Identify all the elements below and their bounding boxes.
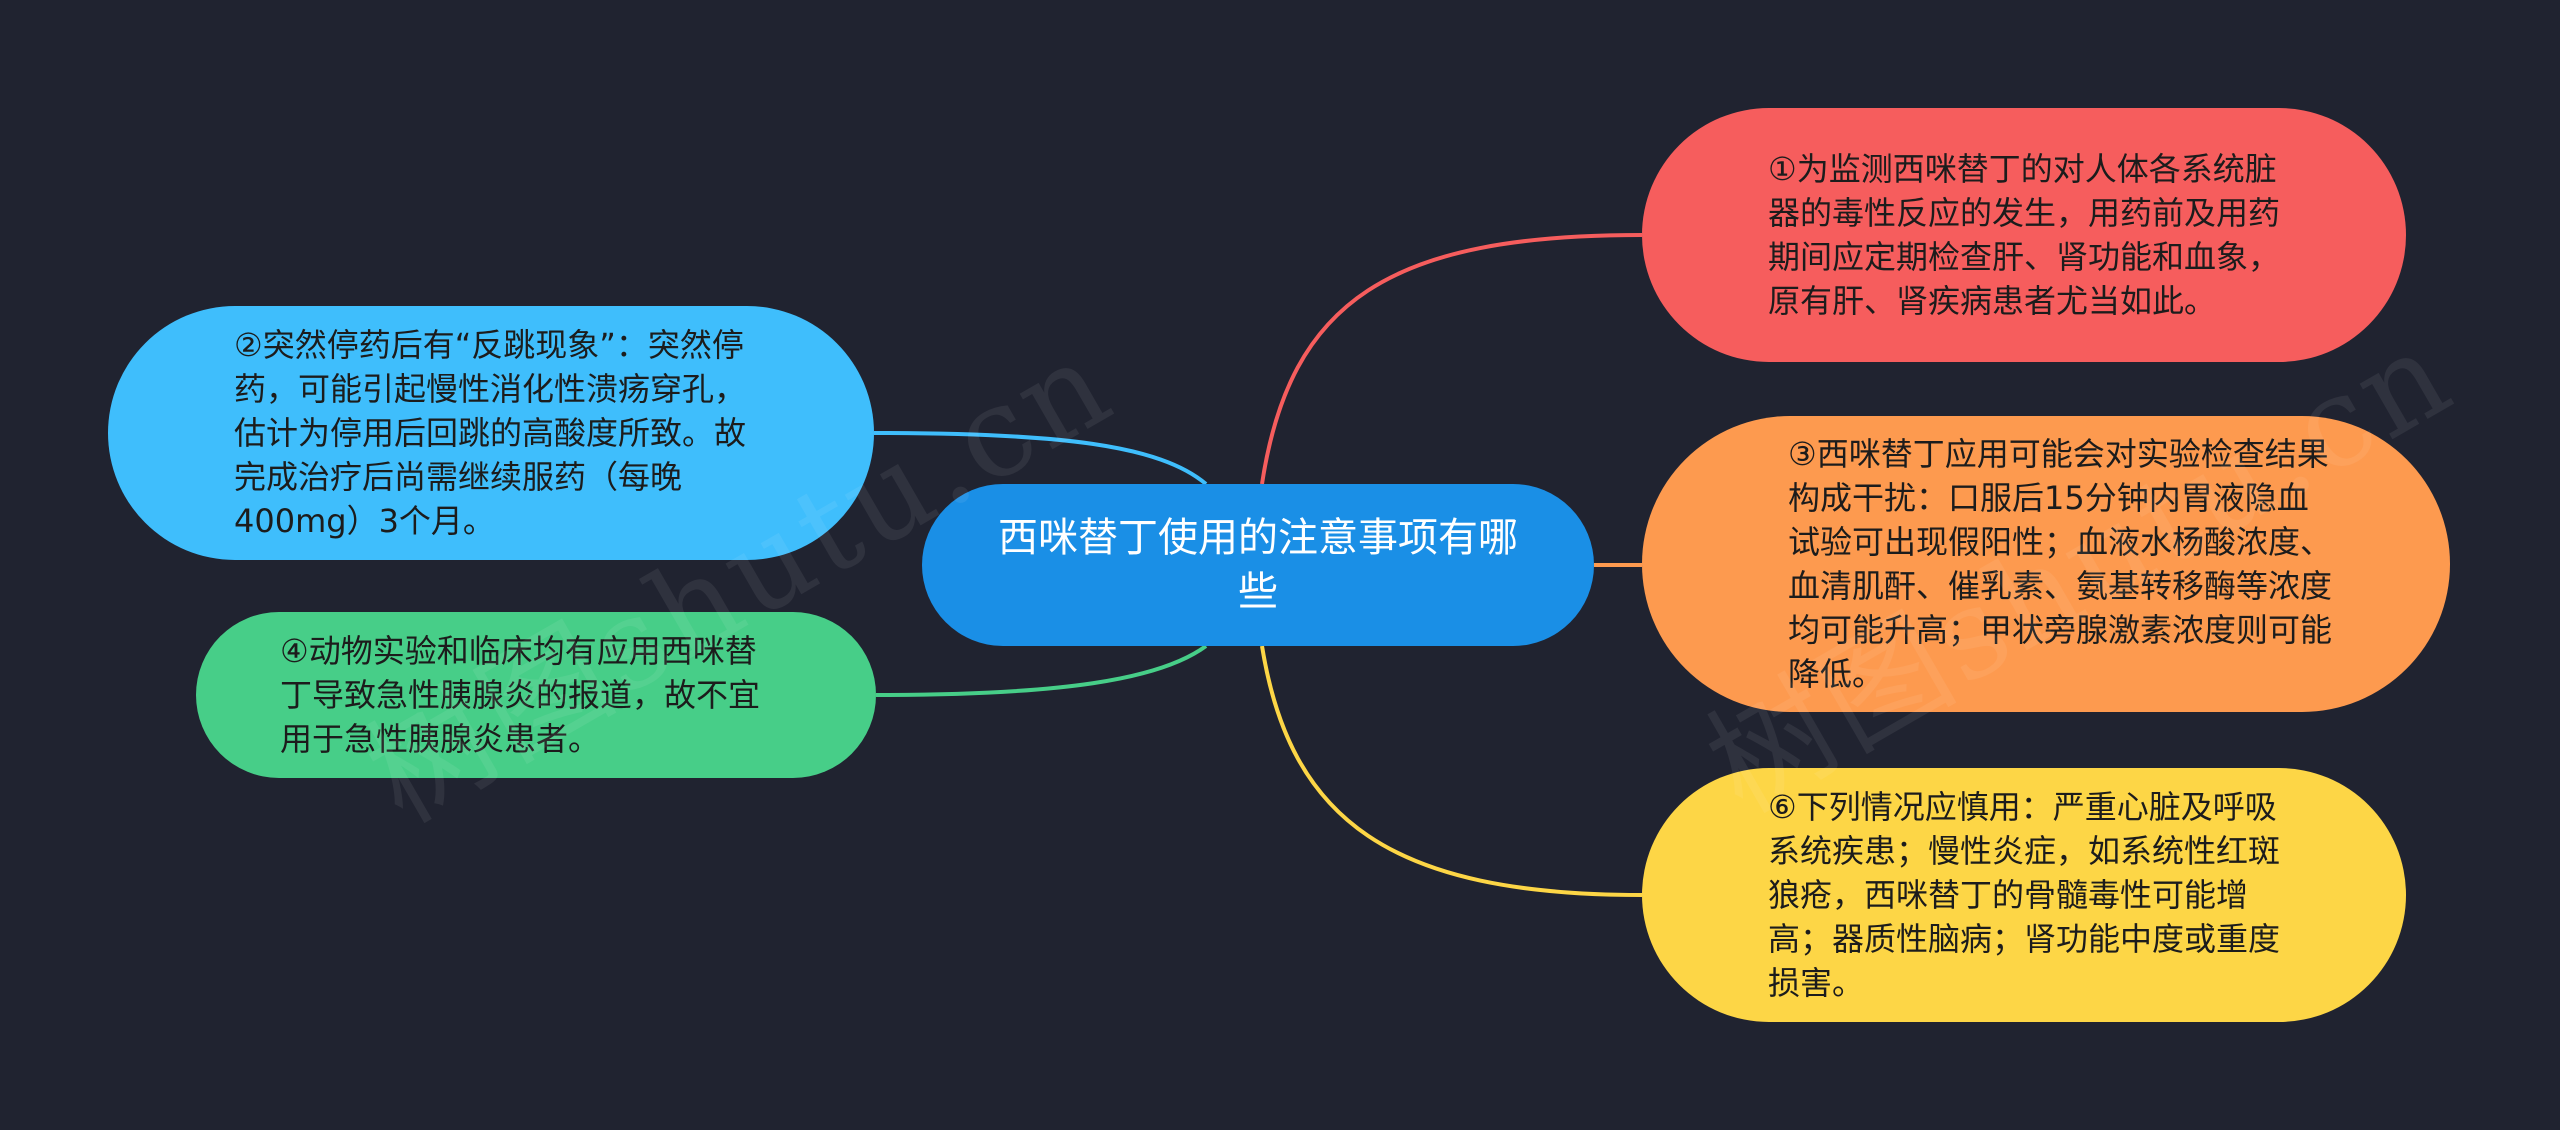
branch-item-4-text: ④动物实验和临床均有应用西咪替丁导致急性胰腺炎的报道，故不宜用于急性胰腺炎患者。 xyxy=(280,632,761,758)
connector-item-2 xyxy=(873,431,1208,486)
connector-item-4 xyxy=(875,644,1208,697)
central-topic-title: 西咪替丁使用的注意事项有哪些 xyxy=(998,515,1518,615)
branch-item-3[interactable]: ③西咪替丁应用可能会对实验检查结果构成干扰：口服后15分钟内胃液隐血试验可出现假… xyxy=(1642,416,2450,712)
branch-item-1[interactable]: ①为监测西咪替丁的对人体各系统脏器的毒性反应的发生，用药前及用药期间应定期检查肝… xyxy=(1642,108,2406,362)
branch-item-4[interactable]: ④动物实验和临床均有应用西咪替丁导致急性胰腺炎的报道，故不宜用于急性胰腺炎患者。 xyxy=(196,612,876,778)
connector-item-1 xyxy=(1260,233,1643,485)
branch-item-2-text: ②突然停药后有“反跳现象”：突然停药，可能引起慢性消化性溃疡穿孔，估计为停用后回… xyxy=(234,326,747,540)
central-topic[interactable]: 西咪替丁使用的注意事项有哪些 xyxy=(922,484,1594,646)
branch-item-1-text: ①为监测西咪替丁的对人体各系统脏器的毒性反应的发生，用药前及用药期间应定期检查肝… xyxy=(1768,150,2281,320)
branch-item-2[interactable]: ②突然停药后有“反跳现象”：突然停药，可能引起慢性消化性溃疡穿孔，估计为停用后回… xyxy=(108,306,874,560)
connector-item-6 xyxy=(1260,645,1643,897)
branch-item-3-text: ③西咪替丁应用可能会对实验检查结果构成干扰：口服后15分钟内胃液隐血试验可出现假… xyxy=(1788,435,2333,693)
branch-item-6[interactable]: ⑥下列情况应慎用：严重心脏及呼吸系统疾患；慢性炎症，如系统性红斑狼疮，西咪替丁的… xyxy=(1642,768,2406,1022)
branch-item-6-text: ⑥下列情况应慎用：严重心脏及呼吸系统疾患；慢性炎症，如系统性红斑狼疮，西咪替丁的… xyxy=(1768,788,2281,1002)
